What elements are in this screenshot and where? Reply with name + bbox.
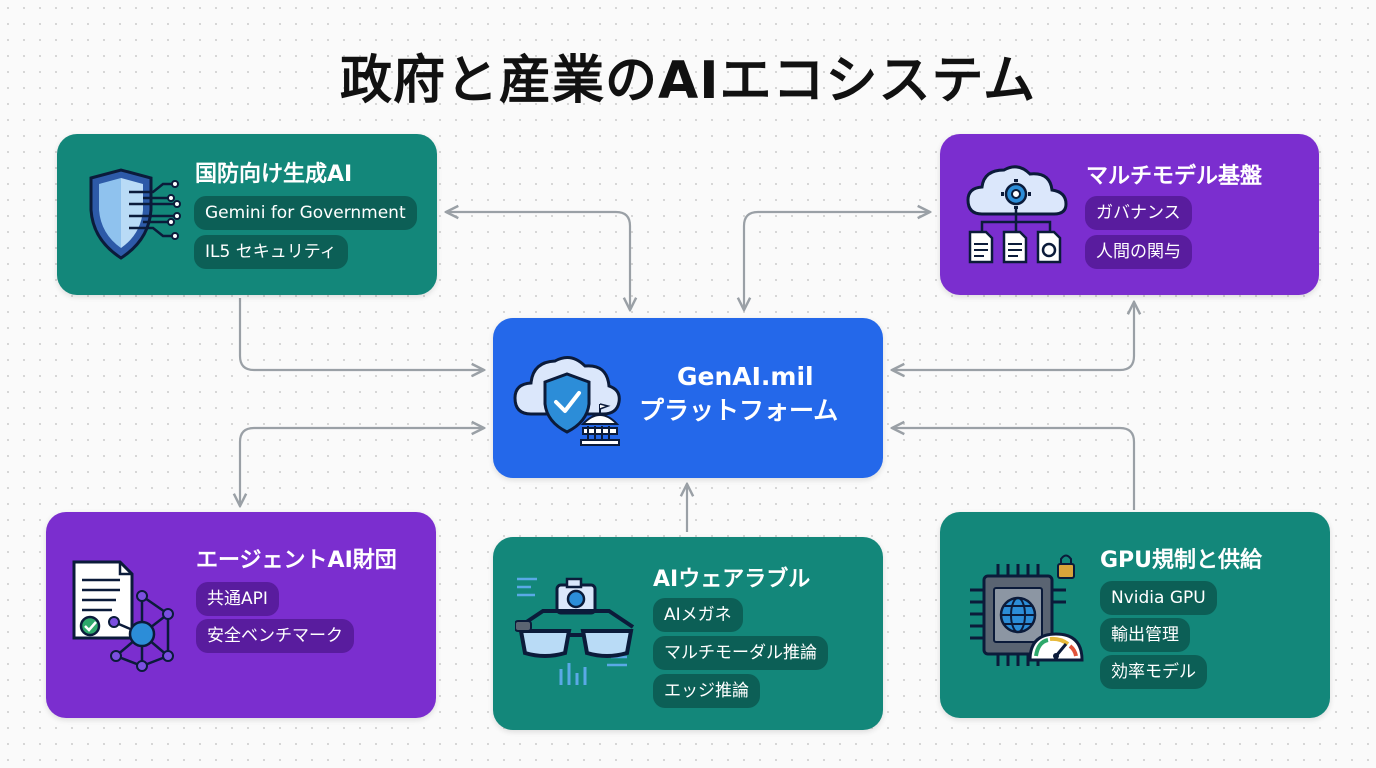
tag-nvidia-gpu: Nvidia GPU [1100,581,1217,615]
tag-il5-security: IL5 セキュリティ [194,235,348,269]
page-title: 政府と産業のAIエコシステム [339,51,1037,111]
tag-governance: ガバナンス [1085,196,1192,230]
connector-defense-center-top [446,212,630,310]
tag-safety-benchmark: 安全ベンチマーク [196,619,354,653]
gpu-regulation-supply-card[interactable]: GPU規制と供給 Nvidia GPU 輸出管理 効率モデル [940,512,1330,718]
shield-circuit-icon [89,168,181,260]
cloud-shield-capitol-icon [513,355,621,446]
tag-human-in-the-loop: 人間の関与 [1085,235,1192,269]
tag-edge-inference: エッジ推論 [653,674,760,708]
defense-genai-title: 国防向け生成AI [195,162,353,187]
agent-ai-foundation-title: エージェントAI財団 [196,548,397,573]
ai-wearable-card[interactable]: AIウェアラブル AIメガネ マルチモーダル推論 エッジ推論 [493,537,883,730]
multimodel-foundation-card[interactable]: マルチモデル基盤 ガバナンス 人間の関与 [940,134,1319,295]
connector-multimodel-center-right [892,302,1134,370]
connector-multimodel-center [744,212,930,310]
connector-agent-center [240,428,484,506]
gpu-chip-lock-gauge-icon [970,554,1084,666]
connector-gpu-center [892,428,1136,510]
center-title-line1: GenAI.mil [677,362,814,391]
center-title: GenAI.mil プラットフォーム [639,360,869,428]
defense-genai-card[interactable]: 国防向け生成AI Gemini for Government IL5 セキュリテ… [57,134,437,295]
tag-ai-glasses: AIメガネ [653,598,743,632]
document-network-icon [72,560,174,672]
cloud-gear-documents-icon [966,165,1068,264]
tag-efficient-models: 効率モデル [1100,655,1207,689]
gpu-regulation-supply-title: GPU規制と供給 [1100,548,1263,573]
multimodel-foundation-title: マルチモデル基盤 [1086,164,1263,189]
center-platform-card[interactable]: GenAI.mil プラットフォーム [493,318,883,478]
connector-defense-center [238,298,484,370]
tag-multimodal-inference: マルチモーダル推論 [653,636,828,670]
tag-common-api: 共通API [196,582,279,616]
tag-gemini-for-government: Gemini for Government [194,196,417,230]
center-title-line2: プラットフォーム [639,396,839,425]
smart-glasses-camera-icon [515,577,635,685]
tag-export-control: 輸出管理 [1100,618,1190,652]
ai-wearable-title: AIウェアラブル [653,567,811,592]
agent-ai-foundation-card[interactable]: エージェントAI財団 共通API 安全ベンチマーク [46,512,436,718]
